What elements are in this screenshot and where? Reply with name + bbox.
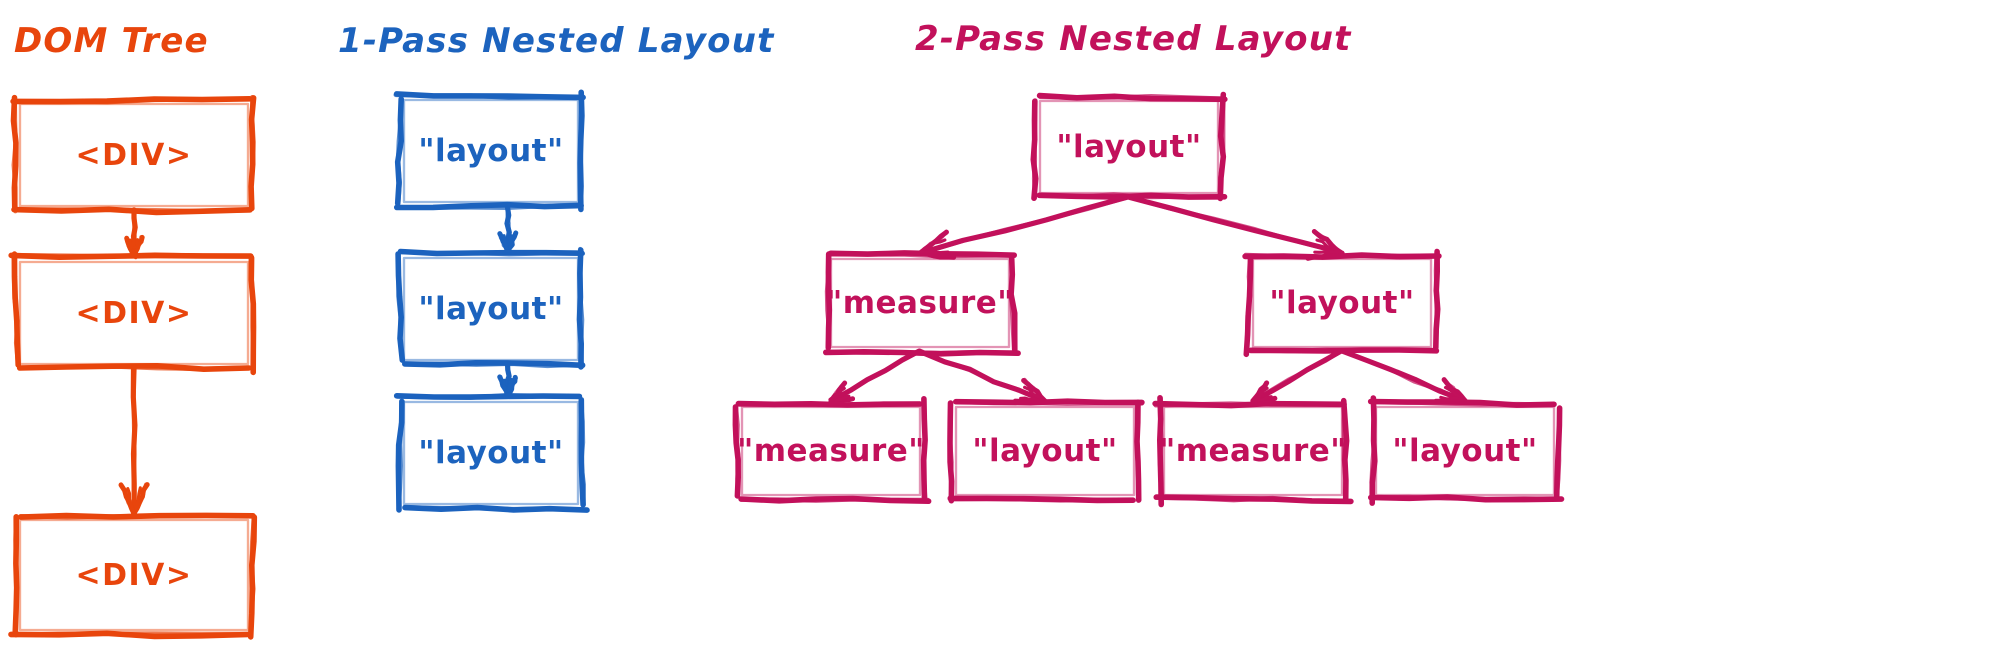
connector-arrow [917, 194, 1132, 260]
connector-arrow [497, 361, 518, 399]
node-box[interactable] [10, 94, 257, 216]
node-box[interactable] [1367, 395, 1565, 506]
node-box[interactable] [393, 392, 590, 513]
connector-arrow [1126, 194, 1345, 261]
node-box[interactable] [823, 250, 1021, 357]
node-box[interactable] [8, 251, 257, 376]
connector-arrow [118, 365, 150, 517]
connector-arrow [828, 348, 923, 404]
panel-one-pass-nested-layout [393, 89, 590, 513]
connector-arrow [916, 348, 1049, 405]
node-box[interactable] [1030, 91, 1228, 202]
node-box[interactable] [1242, 248, 1442, 358]
panel-two-pass-nested-layout [732, 91, 1565, 508]
panel-dom-tree [8, 94, 258, 640]
node-box[interactable] [8, 512, 258, 640]
connector-arrow [497, 202, 519, 256]
node-box[interactable] [1152, 395, 1354, 508]
connector-arrow [1339, 348, 1468, 405]
connector-arrow [124, 207, 145, 260]
node-box[interactable] [395, 246, 586, 370]
node-box[interactable] [947, 398, 1145, 504]
node-box[interactable] [732, 396, 932, 504]
node-box[interactable] [393, 89, 586, 213]
connector-arrow [1250, 348, 1344, 405]
